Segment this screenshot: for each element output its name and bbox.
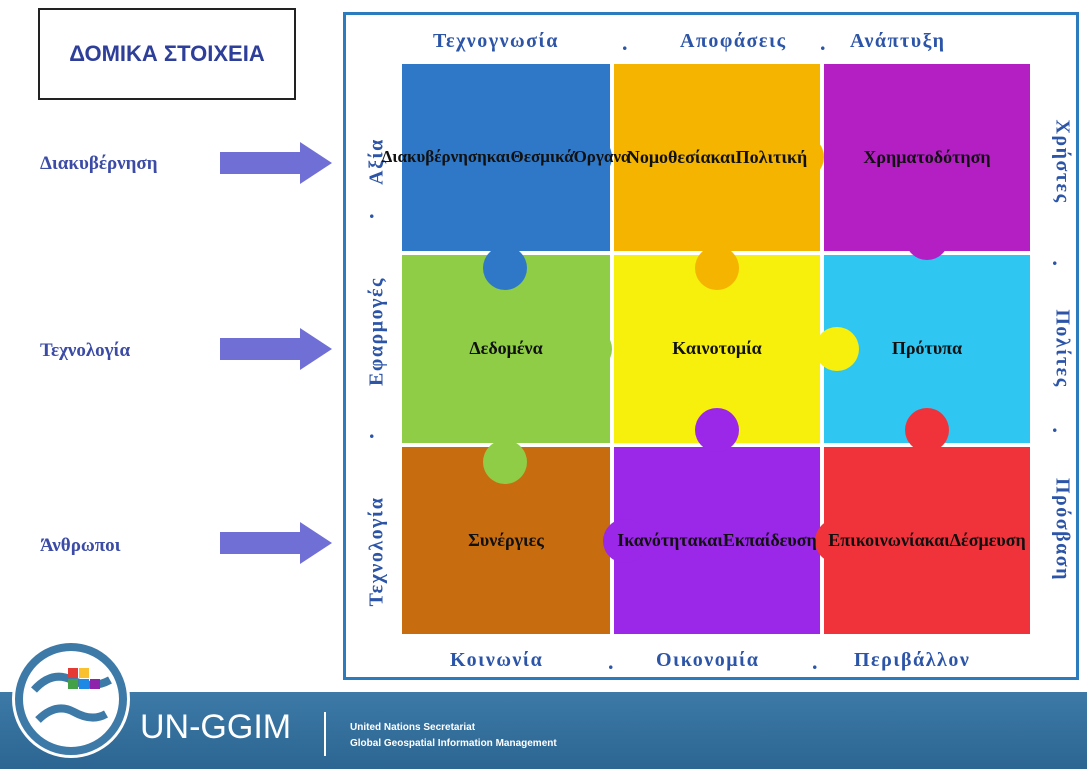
puzzle-knob [483,246,527,290]
tile-label-line: Νομοθεσία [626,146,711,167]
tile-label-line: Θεσμικά [510,147,574,167]
bottom-label-society: Κοινωνία [450,649,544,671]
separator-dot: . [1052,412,1058,437]
tile-label-line: Επικοινωνία [828,529,925,550]
tile-data-label: Δεδομένα [422,255,590,443]
tile-label-line: Δεδομένα [469,338,543,359]
puzzle-knob [815,519,859,563]
puzzle-knob [568,135,612,179]
tile-innovation-label: Καινοτομία [634,255,800,443]
tile-label-line: και [697,529,723,550]
tile-label-line: Συνέργιες [468,529,544,550]
page-title: ΔΟΜΙΚΑ ΣΤΟΙΧΕΙΑ [38,8,296,100]
separator-dot: . [820,30,826,55]
puzzle-knob [905,216,949,260]
arrow-right-icon [220,328,332,370]
separator-dot: . [608,649,614,674]
left-label-people: Άνθρωποι [40,535,121,556]
separator-dot: . [1052,245,1058,270]
bottom-label-economy: Οικονομία [656,649,760,671]
arrow-right-icon [220,142,332,184]
top-label-decisions: Αποφάσεις [680,30,787,52]
puzzle-knob [780,135,824,179]
tile-label-line: Καινοτομία [672,338,762,359]
puzzle-knob [603,519,647,563]
top-label-knowhow: Τεχνογνωσία [433,30,559,52]
separator-dot: . [812,649,818,674]
separator-dot: . [369,418,375,443]
puzzle-knob [695,408,739,452]
tile-label-line: και [924,529,950,550]
footer-line-1: United Nations Secretariat [350,722,476,733]
org-name: UN-GGIM [140,708,292,746]
tile-label-line: Χρηματοδότηση [863,146,991,167]
tile-label-line: και [710,146,736,167]
tile-standards-label: Πρότυπα [844,255,1010,443]
separator-dot: . [369,198,375,223]
footer-banner [0,692,1087,769]
bottom-label-environment: Περιβάλλον [854,649,971,671]
tile-synergies-label: Συνέργιες [422,447,590,634]
separator-dot: . [622,30,628,55]
tile-capacity [614,447,820,634]
top-label-development: Ανάπτυξη [850,30,946,52]
tile-funding-label: Χρηματοδότηση [844,64,1010,251]
tile-label-line: Όργανα [573,147,631,167]
tile-label-line: και [486,147,511,167]
un-ggim-logo [12,640,130,758]
puzzle-knob [905,408,949,452]
tile-label-line: Εκπαίδευση [722,529,817,550]
tile-label-line: Δέσμευση [949,529,1026,550]
arrow-right-icon [220,522,332,564]
puzzle-knob [483,440,527,484]
tile-label-line: Ικανότητα [617,529,698,550]
left-label-governance: Διακυβέρνηση [40,153,158,174]
footer-line-2: Global Geospatial Information Management [350,738,557,749]
puzzle-knob [815,327,859,371]
tile-label-line: Διακυβέρνηση [381,147,487,167]
tile-label-line: Πολιτική [735,146,808,167]
puzzle-knob [568,327,612,371]
puzzle-knob [695,246,739,290]
footer-divider [324,712,326,756]
tile-label-line: Πρότυπα [891,338,963,359]
left-label-technology: Τεχνολογία [40,340,131,361]
